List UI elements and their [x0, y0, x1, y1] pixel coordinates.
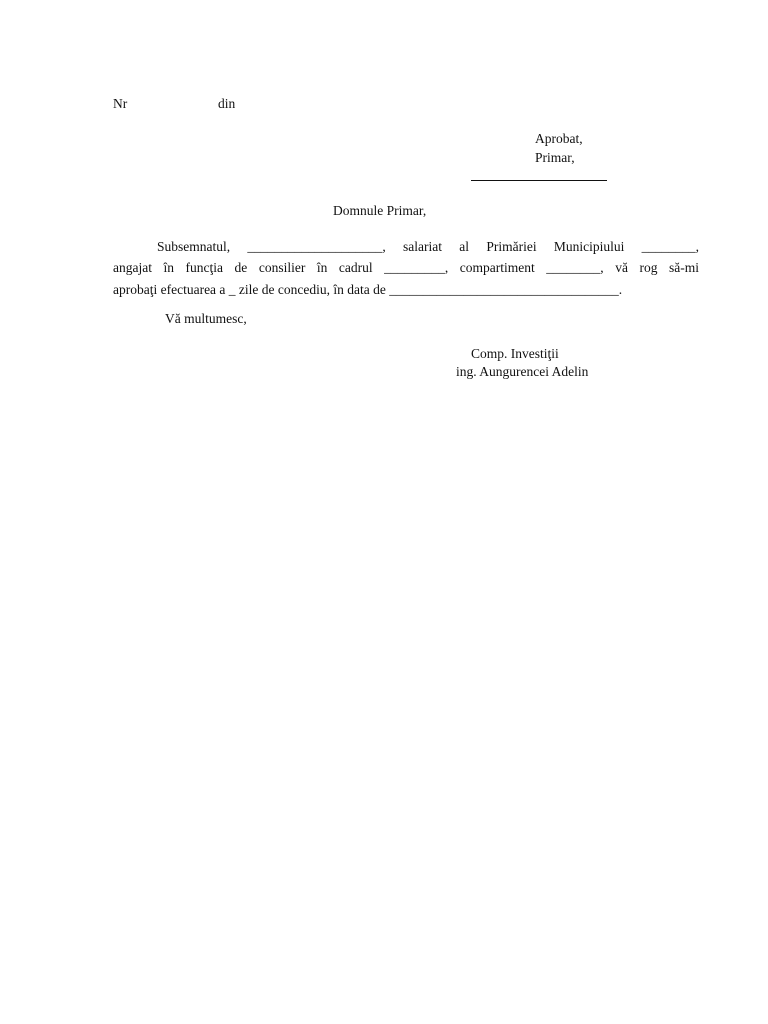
salutation: Domnule Primar,	[333, 203, 427, 218]
paragraph-line-1: Subsemnatul, ____________________, salar…	[157, 239, 699, 254]
paragraph-line-2: angajat în funcţia de consilier în cadru…	[113, 260, 699, 276]
approval-heading: Aprobat,	[535, 131, 583, 146]
approval-signature-line	[471, 180, 607, 181]
closing-text: Vă multumesc,	[165, 311, 247, 326]
date-label: din	[218, 96, 236, 111]
approval-title: Primar,	[535, 150, 575, 165]
request-paragraph: Subsemnatul, ____________________, salar…	[113, 236, 699, 300]
paragraph-line-3: aprobaţi efectuarea a _ zile de concediu…	[113, 281, 623, 297]
signature-department: Comp. Investiţii	[471, 346, 559, 361]
nr-label: Nr	[113, 96, 128, 111]
signature-name: ing. Aungurencei Adelin	[456, 364, 589, 379]
